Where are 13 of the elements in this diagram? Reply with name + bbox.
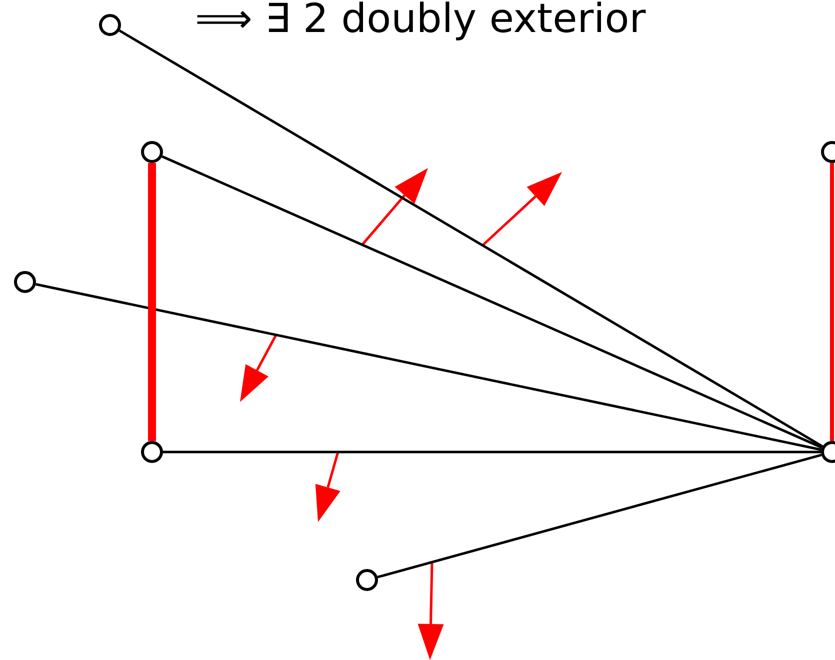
edge-line <box>830 163 834 441</box>
edge-line <box>118 30 824 448</box>
edge-line <box>36 283 822 451</box>
vertex-circle <box>356 569 378 591</box>
vertex-circle <box>141 141 163 163</box>
edge-line <box>162 155 822 449</box>
heading: ⟹ ∃ 2 doubly exterior <box>195 0 646 42</box>
vertex-circle <box>99 14 121 36</box>
thick-edge <box>148 163 156 441</box>
edge-line <box>377 454 822 578</box>
vertex-circle <box>141 441 163 463</box>
vertex-circle <box>14 271 36 293</box>
edge-line <box>163 450 821 454</box>
